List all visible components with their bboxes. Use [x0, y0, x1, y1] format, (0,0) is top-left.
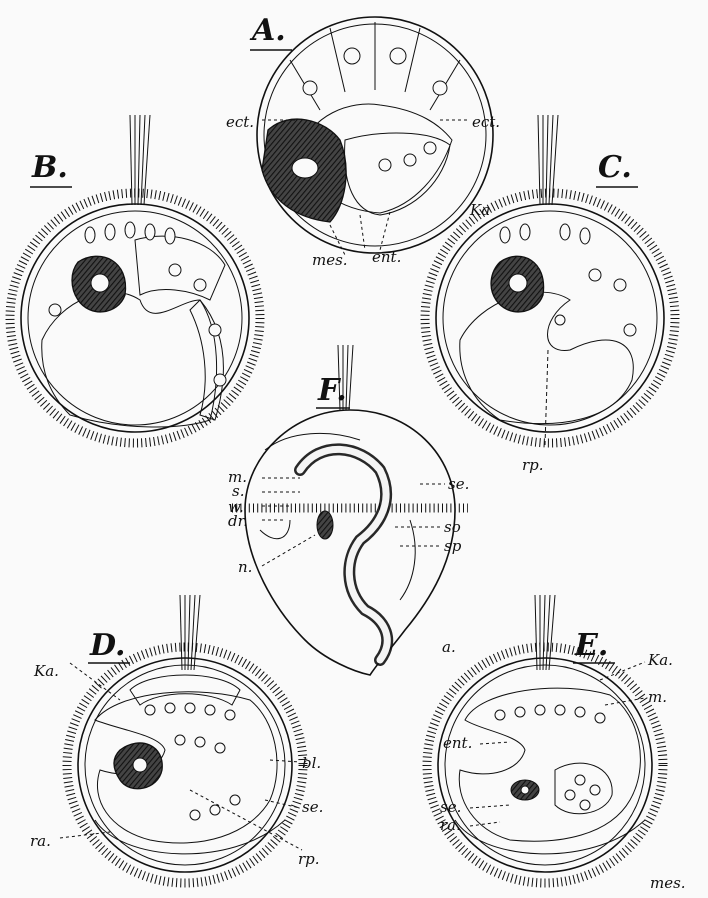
panel-d-membrane [78, 658, 292, 872]
panel-c-letter: C. [598, 150, 632, 185]
panel-d: D. Ka. bl. se. rp. ra. [30, 595, 323, 883]
panel-e-membrane [438, 658, 652, 872]
panel-e-label-ra: ra. [440, 816, 461, 834]
panel-a-label-ect-right: ect. [472, 113, 500, 131]
panel-e-label-ka: Ka. [647, 651, 673, 669]
panel-f-label-sp: sp [444, 537, 462, 555]
panel-a-mesoderm-nucleus [292, 158, 318, 178]
panel-a-letter: A. [249, 13, 286, 48]
panel-c: C. Ka rp. [425, 115, 675, 474]
panel-d-label-rp: rp. [298, 850, 320, 868]
panel-f-label-se: se. [448, 475, 469, 493]
panel-e-label-mes: mes. [650, 874, 686, 892]
panel-f-label-n: n. [238, 558, 252, 576]
panel-f-nerve-ganglion [317, 511, 333, 539]
panel-c-membrane [436, 204, 664, 432]
panel-d-label-ka: Ka. [33, 662, 59, 680]
panel-d-cilia [67, 647, 303, 883]
panel-a-label-ent: ent. [372, 248, 401, 266]
panel-e-label-se: se. [440, 798, 461, 816]
panel-e-gut-wall [459, 688, 640, 841]
panel-b-archenteron [42, 292, 217, 427]
panel-e-letter: E. [574, 628, 608, 663]
panel-f-letter: F. [317, 373, 347, 408]
panel-e: E. Ka. m. ent. se. ra. mes. [427, 595, 686, 892]
panel-d-label-se: se. [302, 798, 323, 816]
panel-f-label-a: a. [442, 638, 456, 656]
panel-f-gut [300, 449, 387, 660]
panel-a-label-ect-left: ect. [226, 113, 254, 131]
panel-a-label-mes: mes. [312, 251, 348, 269]
panel-e-label-m: m. [648, 688, 667, 706]
panel-e-cilia [427, 647, 663, 883]
panel-b: B. [10, 115, 260, 443]
panel-c-label-ka: Ka [469, 201, 490, 219]
panel-c-cilia [425, 193, 675, 443]
panel-f: F. m. s. w. dr. n. se. so sp a. [228, 345, 469, 675]
panel-d-letter: D. [89, 628, 125, 663]
panel-f-label-dr: dr. [228, 512, 248, 530]
panel-d-label-bl: bl. [302, 754, 321, 772]
panel-c-label-rp: rp. [522, 456, 544, 474]
panel-b-letter: B. [31, 150, 68, 185]
panel-e-label-ent: ent. [443, 734, 472, 752]
panel-d-label-ra: ra. [30, 832, 51, 850]
panel-f-label-so: so [444, 518, 461, 536]
